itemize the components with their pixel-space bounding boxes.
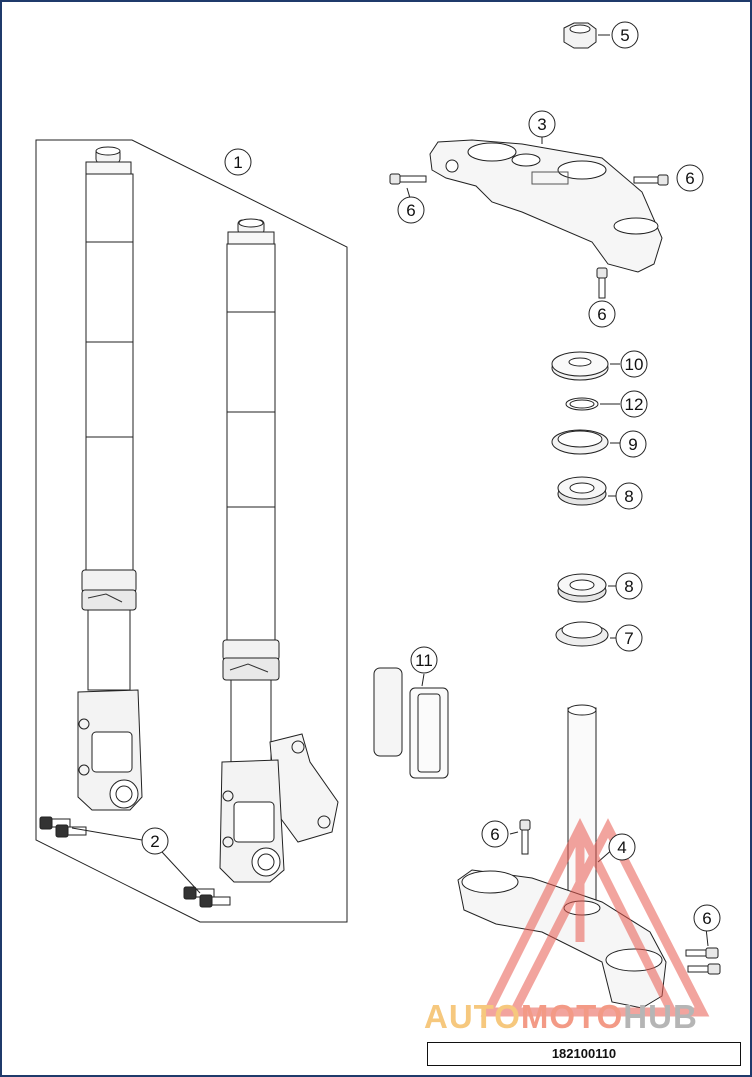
- right-fork-leg: [219, 218, 339, 883]
- callout-8-upper: 8: [615, 482, 643, 510]
- callout-9: 9: [619, 430, 647, 458]
- svg-text:4: 4: [617, 838, 626, 857]
- svg-text:6: 6: [685, 169, 694, 188]
- svg-text:12: 12: [625, 395, 644, 414]
- fork-group-outline: [35, 139, 348, 923]
- bearing-part-8-lower: [557, 573, 607, 603]
- watermark-auto: AUTO: [424, 998, 521, 1035]
- bolts-part-6-lower: [519, 819, 721, 975]
- svg-text:11: 11: [415, 651, 433, 670]
- nut-part-5: [563, 22, 597, 49]
- bolts-part-6-upper: [389, 173, 669, 299]
- callout-1: 1: [224, 148, 252, 176]
- upper-triple-clamp-part-3: [429, 139, 663, 273]
- dust-cover-part-10: [551, 351, 609, 381]
- callout-12: 12: [620, 390, 648, 418]
- svg-text:2: 2: [150, 832, 159, 851]
- svg-text:1: 1: [233, 153, 242, 172]
- svg-text:8: 8: [624, 577, 633, 596]
- bolts-part-2: [39, 816, 231, 908]
- svg-text:9: 9: [628, 435, 637, 454]
- svg-text:10: 10: [625, 355, 644, 374]
- callout-2: 2: [141, 827, 169, 855]
- watermark-text: AUTOMOTOHUB: [424, 998, 750, 1038]
- callout-11: 11: [410, 646, 438, 674]
- svg-text:7: 7: [624, 629, 633, 648]
- watermark-hub: HUB: [623, 998, 698, 1035]
- seal-ring-part-7: [555, 621, 609, 647]
- svg-text:6: 6: [406, 201, 415, 220]
- callout-7: 7: [615, 624, 643, 652]
- svg-text:6: 6: [702, 909, 711, 928]
- callout-10: 10: [620, 350, 648, 378]
- callout-3: 3: [528, 110, 556, 138]
- svg-text:5: 5: [620, 26, 629, 45]
- callout-6-pinch-bolts: 6: [693, 904, 721, 932]
- left-fork-leg: [77, 146, 143, 811]
- part-number-label: 182100110: [427, 1042, 741, 1066]
- callout-6-left: 6: [397, 196, 425, 224]
- callout-6-bottom-clamp: 6: [588, 300, 616, 328]
- callout-5: 5: [611, 21, 639, 49]
- callout-6-stem-bolt: 6: [481, 820, 509, 848]
- callout-8-lower: 8: [615, 572, 643, 600]
- svg-text:6: 6: [490, 825, 499, 844]
- o-ring-part-12: [565, 397, 599, 411]
- bearing-part-8-upper: [557, 476, 607, 506]
- fork-protector-pads-part-11: [373, 667, 449, 779]
- callout-4: 4: [608, 833, 636, 861]
- watermark-moto: MOTO: [520, 998, 624, 1035]
- svg-text:3: 3: [537, 115, 546, 134]
- watermark-triangle-logo: [480, 817, 710, 1017]
- seal-ring-part-9: [551, 429, 609, 455]
- svg-text:6: 6: [597, 305, 606, 324]
- svg-text:8: 8: [624, 487, 633, 506]
- callout-6-right: 6: [676, 164, 704, 192]
